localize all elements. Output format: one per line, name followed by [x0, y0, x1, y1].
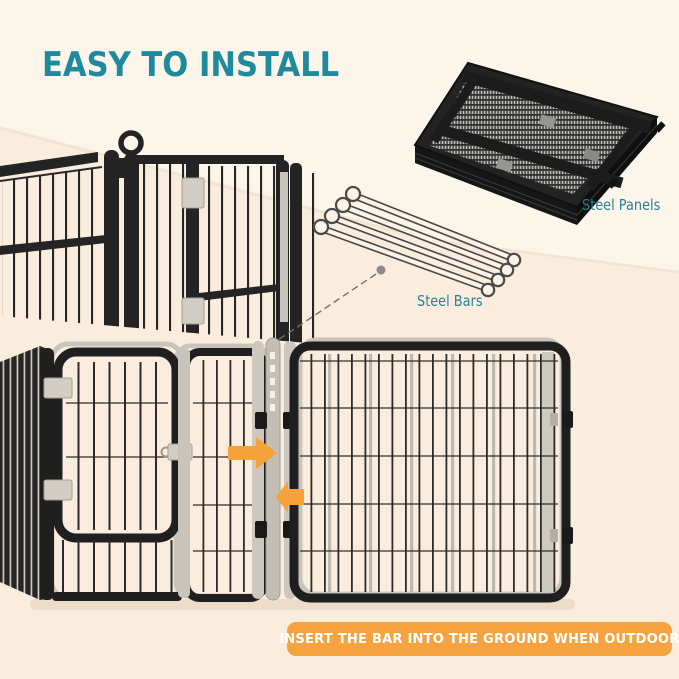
- connector-clip: [255, 412, 267, 429]
- insert-arrow-left: [276, 481, 304, 513]
- open-side-panel: [0, 346, 50, 600]
- panel-frame: [289, 341, 571, 603]
- steel-bar: [323, 207, 506, 288]
- corner-hinge-strip: [280, 172, 288, 322]
- right-panel-mid-rail: [199, 284, 279, 301]
- steel-bars-illustration: [312, 185, 522, 298]
- loop-handle: [118, 130, 144, 156]
- hinge: [181, 177, 205, 209]
- right-panel: [289, 341, 573, 603]
- connector-clip: [562, 527, 573, 544]
- connector-clip: [255, 521, 267, 538]
- steel-bars-label: Steel Bars: [417, 292, 483, 310]
- left-panel-mid-rail: [0, 235, 106, 255]
- left-panel-top-rail: [0, 152, 98, 177]
- folded-panels-illustration: [413, 61, 666, 225]
- steel-bar: [334, 196, 515, 278]
- steel-panels-label: Steel Panels: [582, 196, 661, 214]
- panel-clip: [495, 158, 514, 173]
- hinge: [181, 297, 205, 325]
- corner-post: [104, 150, 119, 344]
- left-panel-bars: [2, 166, 102, 344]
- steel-bar: [344, 185, 522, 268]
- panel-junction: [252, 337, 296, 601]
- connector-clip: [562, 411, 573, 428]
- page-title: EASY TO INSTALL: [42, 45, 340, 85]
- panel-clip: [538, 114, 557, 129]
- door-hinge: [43, 377, 73, 399]
- right-panel-top-rail: [136, 155, 284, 164]
- panel-clip: [582, 148, 601, 163]
- outdoor-tip-text: INSERT THE BAR INTO THE GROUND WHEN OUTD…: [279, 631, 679, 647]
- inserted-steel-bar: [265, 337, 281, 601]
- bottom-fence-illustration: [0, 337, 573, 603]
- panel-bars: [300, 354, 558, 592]
- leader-line: [274, 273, 377, 343]
- door-panel: [40, 347, 193, 601]
- middle-panel: [178, 348, 268, 602]
- door-hinge: [43, 479, 73, 501]
- outdoor-tip-banner: INSERT THE BAR INTO THE GROUND WHEN OUTD…: [279, 622, 679, 656]
- mesh-surface: [430, 75, 643, 194]
- steel-bar: [312, 218, 496, 298]
- fence-corner-photo: [0, 130, 316, 344]
- insert-arrow-right: [228, 437, 277, 469]
- door-bars: [66, 362, 168, 530]
- leader-dot: [376, 265, 386, 275]
